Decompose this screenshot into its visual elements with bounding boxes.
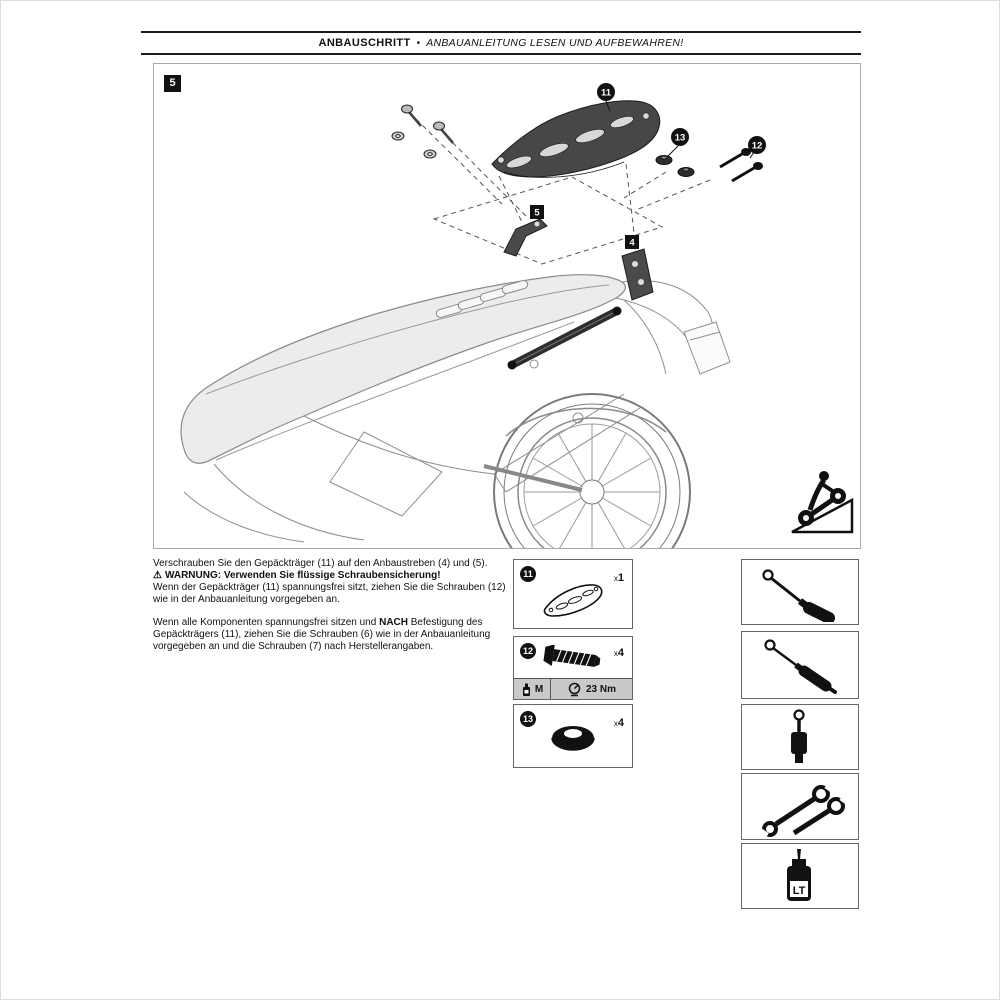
part-number-badge-13: 13 bbox=[520, 711, 536, 727]
mounting-screws-top bbox=[391, 104, 454, 159]
mounting-bracket-right bbox=[621, 248, 654, 301]
tool-box-ball-end-screwdriver bbox=[741, 559, 859, 625]
part-qty-12: x4 bbox=[613, 647, 624, 659]
svg-text:13: 13 bbox=[675, 133, 686, 144]
tail-fender bbox=[615, 279, 731, 375]
tool-box-threadlocker: LT bbox=[741, 843, 859, 909]
step-number-badge: 5 bbox=[164, 75, 181, 92]
torque-spec-row: M 23 Nm bbox=[514, 678, 632, 699]
tool-box-torque-screwdriver bbox=[741, 631, 859, 699]
instr-warning: ⚠WARNUNG: Verwenden Sie flüssige Schraub… bbox=[153, 570, 441, 581]
header-separator: • bbox=[416, 37, 421, 49]
support-strut bbox=[507, 306, 622, 370]
countersunk-washer-icon bbox=[551, 726, 595, 751]
instr-line-3: Wenn der Gepäckträger (11) spannungsfrei… bbox=[153, 582, 506, 605]
torque-value: 23 Nm bbox=[585, 683, 616, 695]
svg-text:4: 4 bbox=[629, 238, 635, 249]
wheel-spokes bbox=[524, 424, 660, 548]
threadlocker-label: LT bbox=[793, 885, 806, 897]
callout-screws: 12 bbox=[748, 136, 766, 159]
parts-item-13: 13 x4 bbox=[513, 704, 633, 768]
parts-item-11: 11 x1 bbox=[513, 559, 633, 629]
figure-box: 5 bbox=[153, 63, 861, 549]
svg-text:5: 5 bbox=[534, 208, 540, 219]
threadlocker-bottle-icon: LT bbox=[787, 849, 811, 901]
instructions-text: Verschrauben Sie den Gepäckträger (11) a… bbox=[153, 558, 511, 653]
part-qty-11: x1 bbox=[613, 572, 624, 584]
part-number-badge-12: 12 bbox=[520, 643, 536, 659]
threadlocker-mini-icon bbox=[522, 683, 530, 696]
instr-line-1: Verschrauben Sie den Gepäckträger (11) a… bbox=[153, 558, 488, 569]
rack-plate-icon bbox=[543, 584, 603, 617]
tool-box-open-end-wrenches bbox=[741, 773, 859, 840]
torque-spec: 23 Nm bbox=[551, 679, 632, 699]
torque-gauge-icon bbox=[568, 682, 581, 696]
warning-triangle-icon: ⚠ bbox=[153, 570, 162, 581]
tool-box-socket-extension bbox=[741, 704, 859, 770]
svg-text:11: 11 bbox=[601, 88, 612, 99]
svg-text:12: 12 bbox=[752, 141, 763, 152]
parts-item-12: 12 x4 M bbox=[513, 636, 633, 700]
callout-bracket-right: 4 bbox=[625, 235, 639, 249]
ball-end-screwdriver-icon bbox=[762, 569, 835, 622]
rack-bolts bbox=[719, 148, 763, 183]
header-subtitle: ANBAUANLEITUNG LESEN UND AUFBEWAHREN! bbox=[426, 37, 684, 49]
rear-wheel bbox=[483, 393, 691, 548]
flat-head-bolt-icon bbox=[543, 645, 601, 667]
exploded-view-illustration: 11 13 12 5 4 bbox=[180, 83, 854, 548]
callout-rack: 11 bbox=[597, 83, 615, 112]
page-header: ANBAUSCHRITT • ANBAUANLEITUNG LESEN UND … bbox=[141, 31, 861, 55]
mounting-bracket-left bbox=[503, 218, 548, 257]
torque-screwdriver-icon bbox=[764, 639, 837, 694]
seat bbox=[180, 274, 626, 464]
threadlocker-spec: M bbox=[514, 679, 551, 699]
motorcycle-rider-icon bbox=[791, 471, 854, 534]
part-number-badge-11: 11 bbox=[520, 566, 536, 582]
seat-vent-slots bbox=[435, 280, 529, 318]
cone-washers bbox=[655, 155, 695, 177]
part-qty-13: x4 bbox=[613, 717, 624, 729]
luggage-rack-plate bbox=[491, 100, 661, 178]
threadlocker-grade: M bbox=[534, 683, 544, 695]
instr-para-2: Wenn alle Komponenten spannungsfrei sitz… bbox=[153, 617, 491, 652]
callout-bracket-left: 5 bbox=[530, 205, 544, 219]
socket-extension-icon bbox=[791, 709, 807, 763]
open-end-wrenches-icon bbox=[757, 782, 851, 837]
header-title: ANBAUSCHRITT bbox=[318, 37, 411, 49]
callout-washers: 13 bbox=[667, 128, 689, 157]
